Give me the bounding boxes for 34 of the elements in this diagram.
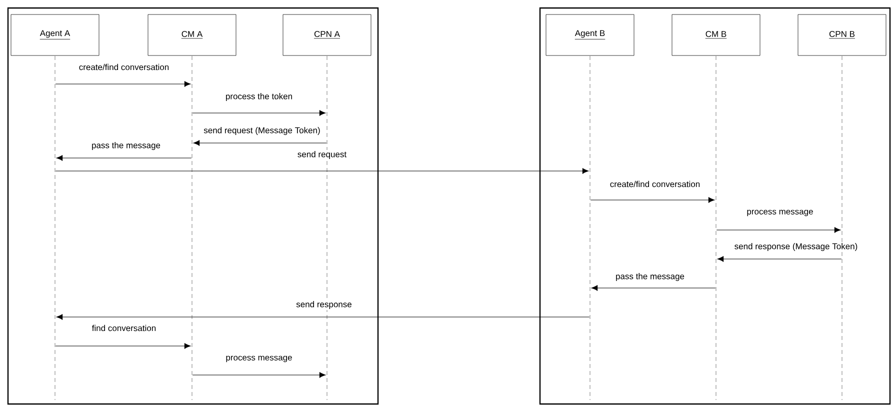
message-label: create/find conversation [610, 180, 700, 188]
message-arrow [717, 256, 842, 262]
lifeline [326, 56, 328, 400]
frame [539, 7, 891, 405]
message-label: create/find conversation [79, 64, 169, 70]
participant-box: CPN B [798, 14, 886, 56]
message-label: pass the message [616, 273, 684, 281]
participant-box: CM A [148, 14, 236, 56]
message-label: send response [296, 301, 352, 309]
participant-box: Agent A [10, 14, 100, 56]
message-arrow [192, 372, 326, 378]
message-arrow [591, 285, 716, 291]
message-label: process message [226, 356, 292, 362]
message-arrow [56, 314, 590, 320]
message-label: process the token [226, 93, 292, 101]
participant-box: CM B [672, 14, 760, 56]
message-arrow [716, 227, 841, 233]
message-arrow [55, 168, 589, 174]
message-label: process message [747, 210, 813, 216]
participant-box: CPN A [282, 14, 372, 56]
message-label: send request [298, 151, 346, 159]
message-label: pass the message [92, 142, 160, 150]
message-label: send request (Message Token) [204, 127, 320, 135]
message-arrow [590, 197, 715, 203]
participant-box: Agent B [546, 14, 634, 56]
message-arrow [55, 81, 191, 87]
frame [7, 7, 379, 405]
message-label: find conversation [92, 324, 156, 332]
message-arrow [55, 343, 191, 349]
message-arrow [192, 110, 326, 116]
lifeline [54, 56, 56, 400]
message-arrow [193, 140, 327, 146]
message-label: send response (Message Token) [734, 243, 858, 251]
message-arrow [56, 155, 192, 161]
